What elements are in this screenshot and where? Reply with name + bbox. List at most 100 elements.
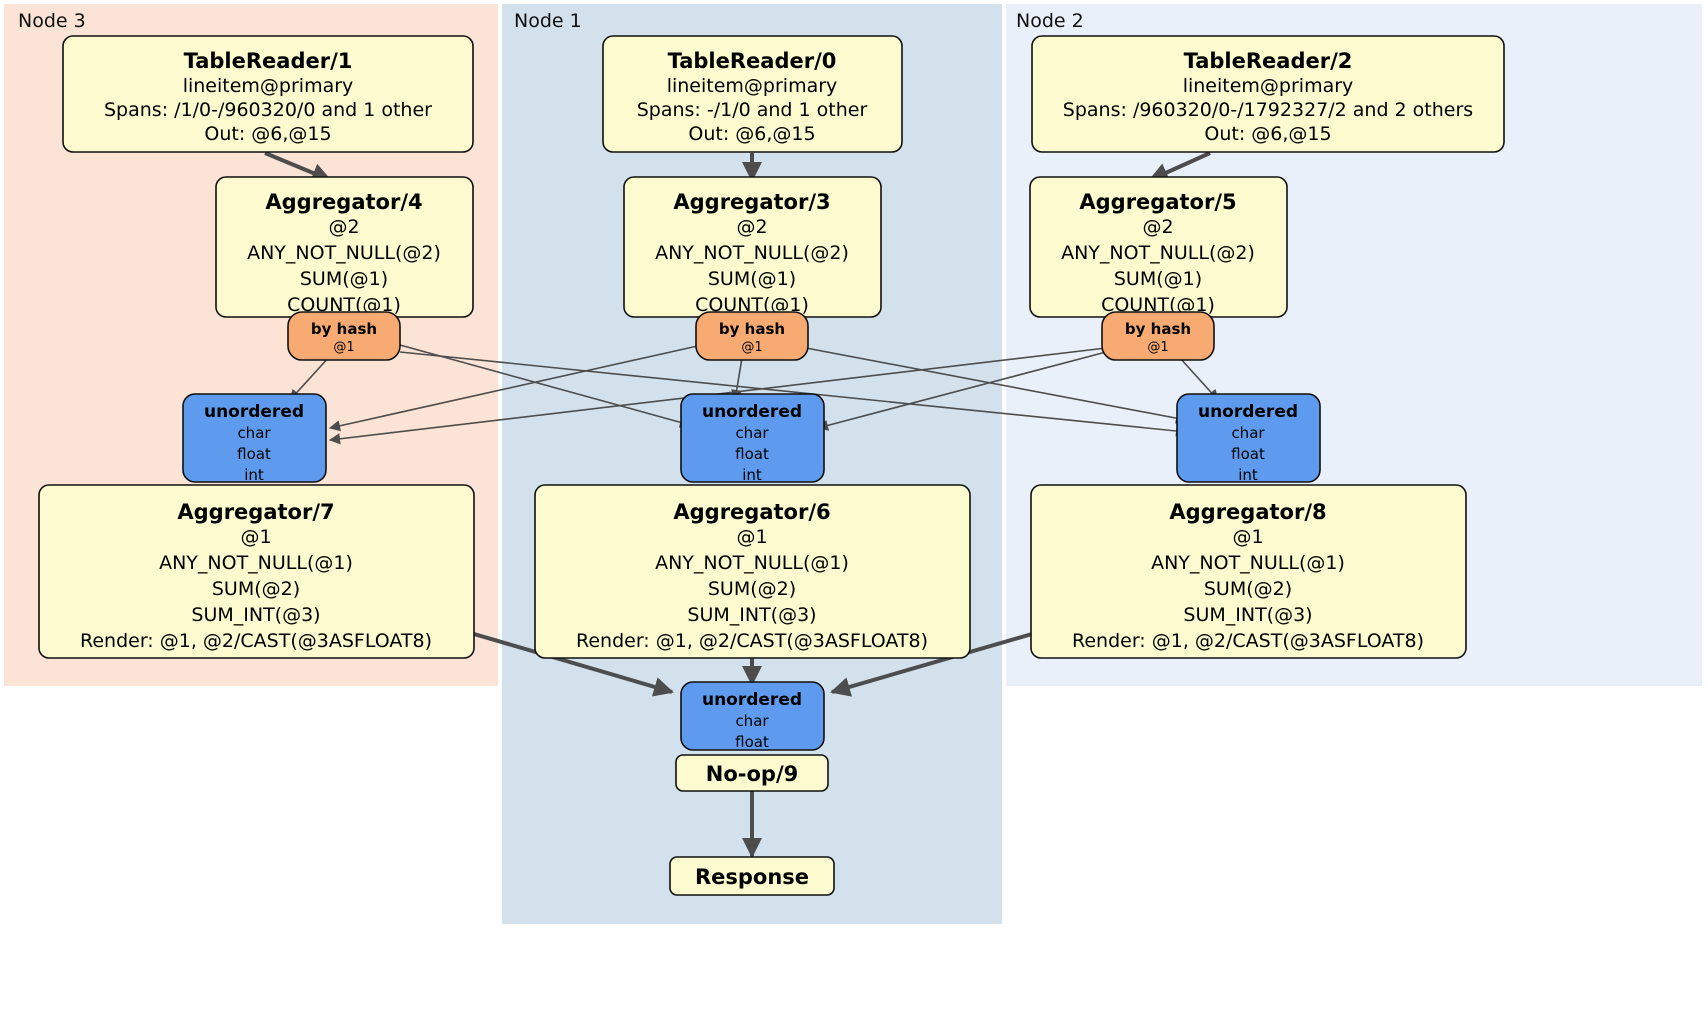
tablereader-2-box[interactable] <box>1031 35 1505 153</box>
aggregator-4-line-3: COUNT(@1) <box>287 294 401 316</box>
sync-unordered-mid-line-0: char <box>735 424 769 442</box>
sync-unordered-right-box[interactable] <box>1176 393 1321 483</box>
noop-9-box[interactable] <box>675 754 829 792</box>
node-aggregator-3[interactable]: Aggregator/3 @2 ANY_NOT_NULL(@2) SUM(@1)… <box>623 176 882 318</box>
router-by-hash-right[interactable]: by hash @1 <box>1101 311 1215 361</box>
aggregator-4-line-0: @2 <box>328 216 359 238</box>
node-tablereader-1[interactable]: TableReader/1 lineitem@primary Spans: /1… <box>62 35 474 153</box>
router-by-hash-left-line-0: @1 <box>333 340 354 355</box>
tablereader-0-line-0: lineitem@primary <box>667 75 838 97</box>
aggregator-3-line-3: COUNT(@1) <box>695 294 809 316</box>
aggregator-5-line-1: ANY_NOT_NULL(@2) <box>1061 242 1255 264</box>
edge-router-mid-to-sync-left <box>328 344 703 432</box>
tablereader-0-line-2: Out: @6,@15 <box>688 123 815 145</box>
tablereader-2-line-0: lineitem@primary <box>1183 75 1354 97</box>
node-tablereader-2[interactable]: TableReader/2 lineitem@primary Spans: /9… <box>1031 35 1505 153</box>
cluster-node-1-label: Node 1 <box>514 10 582 32</box>
router-by-hash-mid[interactable]: by hash @1 <box>695 311 809 361</box>
edge-router-mid-to-sync-mid <box>731 357 743 402</box>
router-by-hash-right-title: by hash <box>1125 320 1191 338</box>
sync-unordered-final[interactable]: unordered char float <box>680 681 825 751</box>
router-by-hash-right-box[interactable] <box>1101 311 1215 361</box>
node-noop-9[interactable]: No-op/9 <box>675 754 829 792</box>
sync-unordered-right-title: unordered <box>1198 402 1298 422</box>
edge-router-left-to-sync-left <box>289 355 331 401</box>
node-aggregator-5[interactable]: Aggregator/5 @2 ANY_NOT_NULL(@2) SUM(@1)… <box>1029 176 1288 318</box>
tablereader-2-line-2: Out: @6,@15 <box>1204 123 1331 145</box>
response-box[interactable] <box>669 856 835 896</box>
tablereader-0-box[interactable] <box>602 35 903 153</box>
edge-router-right-to-sync-mid <box>816 351 1107 431</box>
router-by-hash-mid-box[interactable] <box>695 311 809 361</box>
aggregator-4-line-1: ANY_NOT_NULL(@2) <box>247 242 441 264</box>
node-aggregator-8[interactable]: Aggregator/8 @1 ANY_NOT_NULL(@1) SUM(@2)… <box>1030 484 1467 659</box>
sync-unordered-final-line-1: float <box>735 733 769 751</box>
sync-unordered-final-title: unordered <box>702 690 802 710</box>
sync-unordered-left[interactable]: unordered char float int <box>182 393 327 484</box>
tablereader-1-box[interactable] <box>62 35 474 153</box>
sync-unordered-left-box[interactable] <box>182 393 327 483</box>
aggregator-7-box[interactable] <box>38 484 475 659</box>
sync-unordered-left-line-0: char <box>237 424 271 442</box>
sync-unordered-final-box[interactable] <box>680 681 825 751</box>
response-title: Response <box>695 865 809 889</box>
noop-9-title: No-op/9 <box>706 762 798 786</box>
aggregator-3-line-0: @2 <box>736 216 767 238</box>
aggregator-3-line-1: ANY_NOT_NULL(@2) <box>655 242 849 264</box>
aggregator-6-box[interactable] <box>534 484 971 659</box>
tablereader-1-line-0: lineitem@primary <box>183 75 354 97</box>
node-aggregator-6[interactable]: Aggregator/6 @1 ANY_NOT_NULL(@1) SUM(@2)… <box>534 484 971 659</box>
aggregator-8-line-2: SUM(@2) <box>1204 578 1292 600</box>
tablereader-2-line-1: Spans: /960320/0-/1792327/2 and 2 others <box>1063 99 1473 121</box>
sync-unordered-mid-line-2: int <box>742 466 762 484</box>
aggregator-8-title: Aggregator/8 <box>1169 500 1326 524</box>
edge-router-right-to-sync-right <box>1179 357 1219 401</box>
aggregator-6-line-1: ANY_NOT_NULL(@1) <box>655 552 849 574</box>
edge-aggregator8-to-sync-final <box>830 632 1033 697</box>
sync-unordered-mid-box[interactable] <box>680 393 825 483</box>
aggregator-5-title: Aggregator/5 <box>1079 190 1236 214</box>
cluster-node-3-label: Node 3 <box>18 10 86 32</box>
sync-unordered-final-line-0: char <box>735 712 769 730</box>
node-tablereader-0[interactable]: TableReader/0 lineitem@primary Spans: -/… <box>602 35 903 153</box>
router-by-hash-mid-title: by hash <box>719 320 785 338</box>
aggregator-7-line-2: SUM(@2) <box>212 578 300 600</box>
edge-router-left-to-sync-right <box>399 351 1188 437</box>
aggregator-7-line-4: Render: @1, @2/CAST(@3ASFLOAT8) <box>80 630 432 652</box>
cluster-node-2-label: Node 2 <box>1016 10 1084 32</box>
sync-unordered-mid[interactable]: unordered char float int <box>680 393 825 484</box>
aggregator-4-title: Aggregator/4 <box>265 190 422 214</box>
sync-unordered-left-title: unordered <box>204 402 304 422</box>
tablereader-2-title: TableReader/2 <box>1184 49 1353 73</box>
tablereader-1-line-2: Out: @6,@15 <box>204 123 331 145</box>
aggregator-6-title: Aggregator/6 <box>673 500 830 524</box>
node-aggregator-7[interactable]: Aggregator/7 @1 ANY_NOT_NULL(@1) SUM(@2)… <box>38 484 475 659</box>
aggregator-8-box[interactable] <box>1030 484 1467 659</box>
aggregator-5-line-0: @2 <box>1142 216 1173 238</box>
aggregator-6-line-2: SUM(@2) <box>708 578 796 600</box>
tablereader-0-title: TableReader/0 <box>668 49 837 73</box>
router-by-hash-left-title: by hash <box>311 320 377 338</box>
sync-unordered-mid-title: unordered <box>702 402 802 422</box>
sync-unordered-left-line-1: float <box>237 445 271 463</box>
aggregator-8-line-0: @1 <box>1232 526 1263 548</box>
edge-router-left-to-sync-mid <box>399 344 692 428</box>
router-by-hash-left[interactable]: by hash @1 <box>287 311 401 361</box>
router-by-hash-left-box[interactable] <box>287 311 401 361</box>
aggregator-7-line-1: ANY_NOT_NULL(@1) <box>159 552 353 574</box>
router-by-hash-right-line-0: @1 <box>1147 340 1168 355</box>
aggregator-7-line-3: SUM_INT(@3) <box>191 604 320 626</box>
aggregator-7-title: Aggregator/7 <box>177 500 334 524</box>
sync-unordered-right-line-2: int <box>1238 466 1258 484</box>
sync-unordered-mid-line-1: float <box>735 445 769 463</box>
node-aggregator-4[interactable]: Aggregator/4 @2 ANY_NOT_NULL(@2) SUM(@1)… <box>215 176 474 318</box>
aggregator-6-line-3: SUM_INT(@3) <box>687 604 816 626</box>
aggregator-5-line-3: COUNT(@1) <box>1101 294 1215 316</box>
tablereader-1-title: TableReader/1 <box>184 49 353 73</box>
node-response[interactable]: Response <box>669 856 835 896</box>
sync-unordered-right[interactable]: unordered char float int <box>1176 393 1321 484</box>
edge-aggregator7-to-sync-final <box>473 632 674 697</box>
aggregator-8-line-3: SUM_INT(@3) <box>1183 604 1312 626</box>
